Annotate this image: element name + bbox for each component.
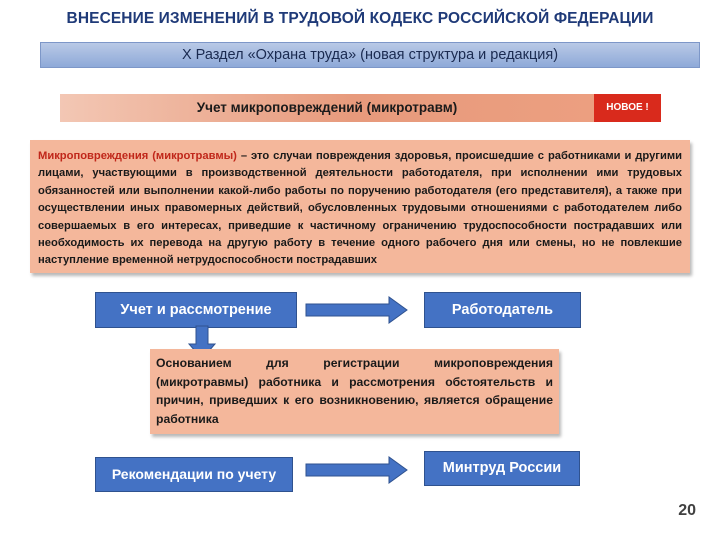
definition-term: Микроповреждения (микротравмы) [38, 150, 237, 162]
arrow-right-icon [305, 296, 408, 324]
new-badge: НОВОЕ ! [594, 94, 661, 122]
recommendations-box: Рекомендации по учету [95, 457, 293, 492]
slide-title: ВНЕСЕНИЕ ИЗМЕНЕНИЙ В ТРУДОВОЙ КОДЕКС РОС… [66, 10, 654, 27]
ministry-box: Минтруд России [424, 451, 580, 486]
definition-text: – это случаи повреждения здоровья, проис… [38, 150, 682, 267]
page-number: 20 [678, 502, 696, 519]
definition-box: Микроповреждения (микротравмы) – это слу… [30, 140, 690, 273]
employer-box: Работодатель [424, 292, 581, 328]
topic-bar: Учет микроповреждений (микротравм) [60, 94, 594, 122]
arrow-right-icon [305, 456, 408, 484]
basis-box: Основанием для регистрации микроповрежде… [150, 349, 559, 434]
review-box: Учет и рассмотрение [95, 292, 297, 328]
section-subtitle-bar: X Раздел «Охрана труда» (новая структура… [40, 42, 700, 68]
